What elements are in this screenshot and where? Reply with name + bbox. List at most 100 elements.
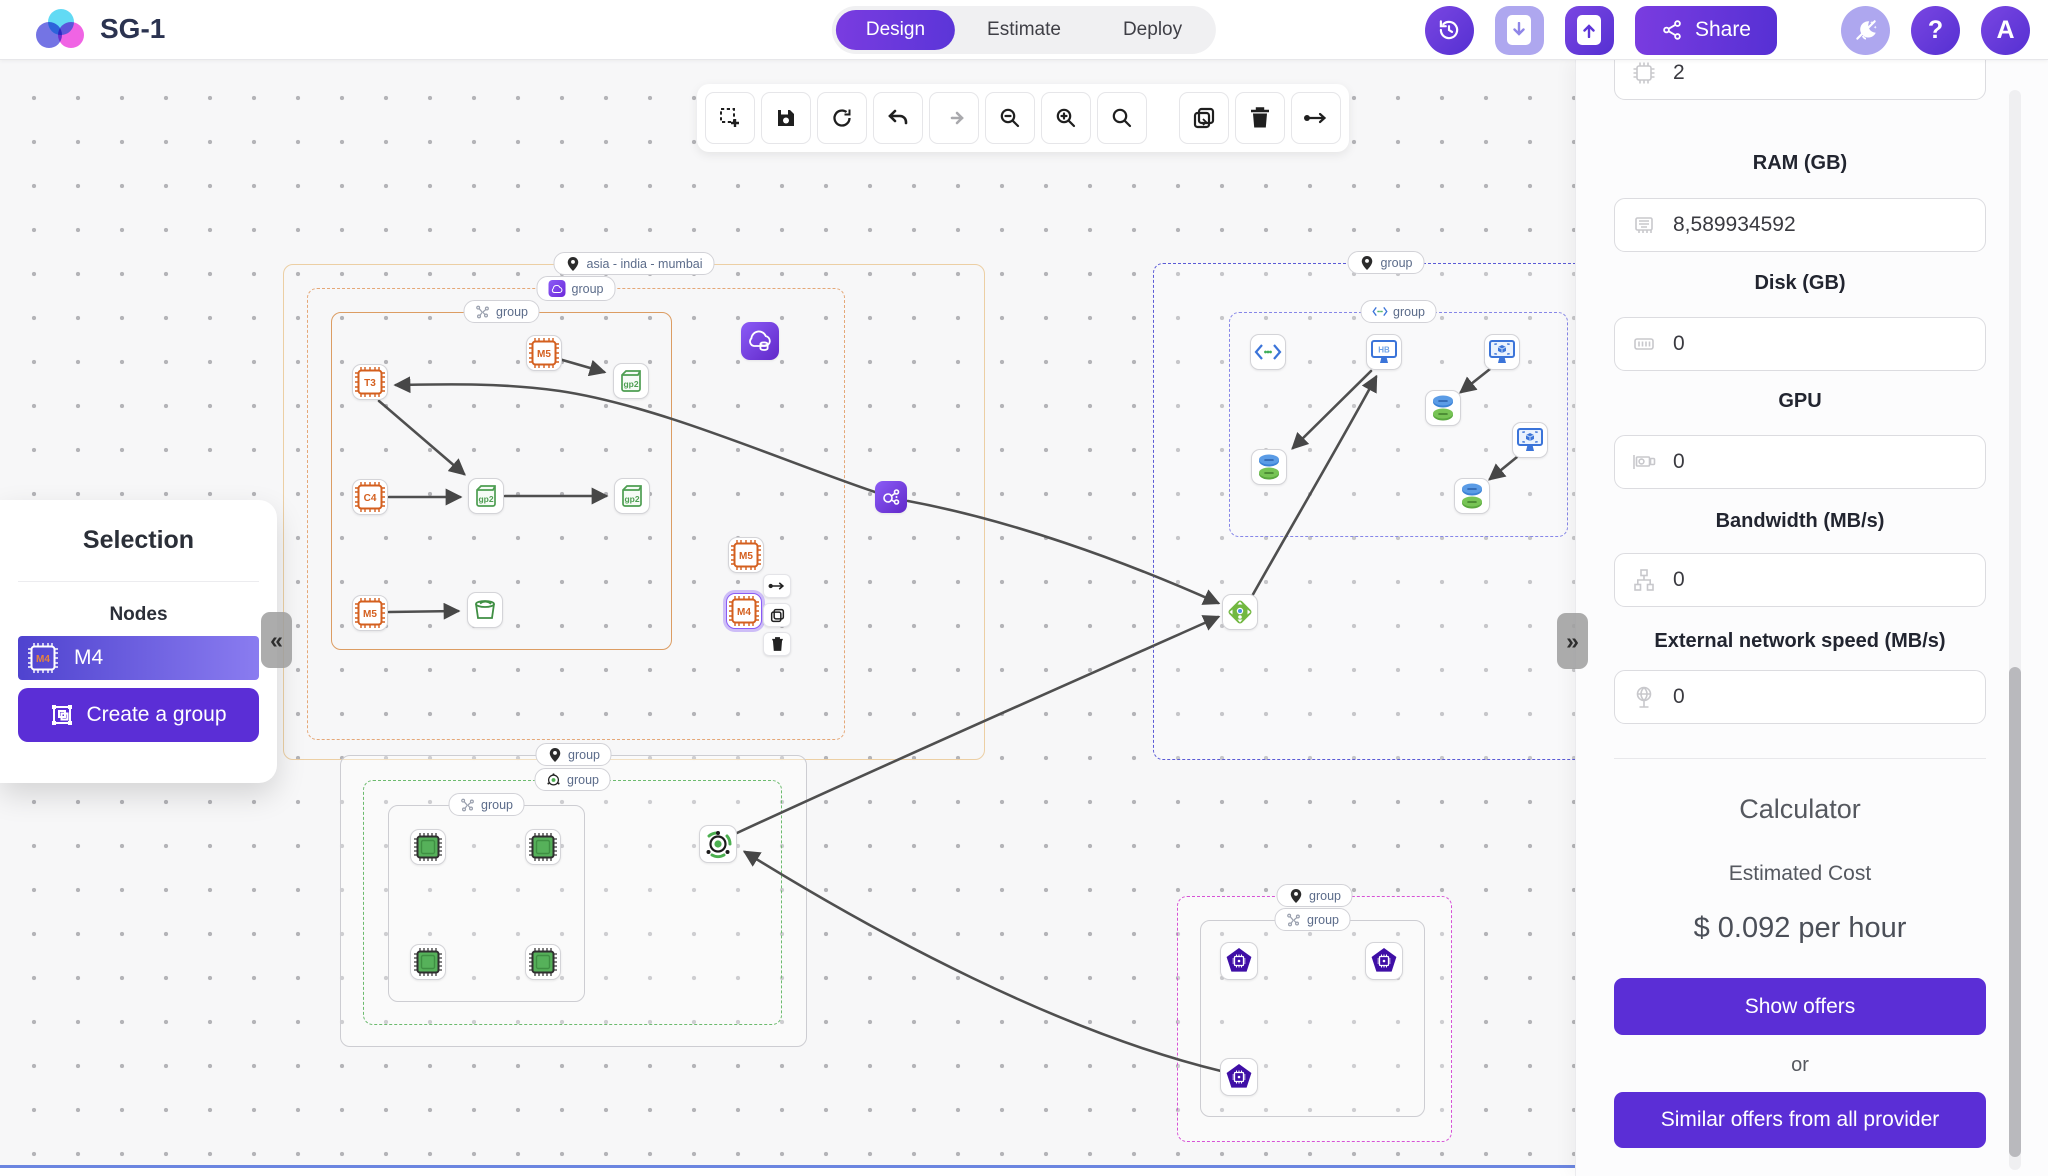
collapse-left-panel-button[interactable]: « — [261, 612, 292, 668]
code-group-blue[interactable]: group — [1229, 300, 1568, 537]
delete-icon[interactable] — [1235, 92, 1285, 144]
help-icon[interactable]: ? — [1911, 5, 1960, 55]
scaling-group-gray[interactable]: group — [388, 793, 585, 1002]
node-volume-gp2-2[interactable]: gp2 — [468, 478, 504, 514]
ram-field[interactable]: 8,589934592 — [1614, 198, 1986, 252]
svg-text:M5: M5 — [537, 349, 551, 360]
select-area-icon[interactable] — [705, 92, 755, 144]
selection-title: Selection — [82, 526, 195, 554]
vcpu-field[interactable]: 2 — [1614, 60, 1986, 100]
duplicate-node-icon[interactable] — [763, 603, 791, 627]
undo-icon[interactable] — [873, 92, 923, 144]
node-vm[interactable] — [1484, 334, 1520, 370]
node-disks[interactable] — [1251, 449, 1287, 485]
node-volume-gp2[interactable]: gp2 — [613, 363, 649, 399]
create-group-icon — [50, 703, 74, 727]
or-text: or — [1791, 1054, 1809, 1076]
node-green-chip-3[interactable] — [410, 944, 446, 980]
avatar[interactable]: A — [1981, 5, 2030, 55]
region-label[interactable]: asia - india - mumbai — [553, 252, 715, 275]
region-group-mumbai[interactable]: asia - india - mumbai — [283, 252, 985, 760]
node-compute-m4-selected[interactable]: M4 — [726, 593, 762, 629]
node-bucket[interactable] — [467, 592, 503, 628]
ext-net-value: 0 — [1673, 685, 1685, 708]
ram-value: 8,589934592 — [1673, 213, 1796, 236]
node-traffic-manager[interactable] — [1222, 594, 1258, 630]
node-pentagon[interactable] — [1220, 942, 1258, 980]
node-compute-m5-2[interactable]: M5 — [352, 595, 388, 631]
region-group-gray[interactable]: group — [340, 743, 807, 1047]
similar-offers-button[interactable]: Similar offers from all provider — [1614, 1092, 1986, 1148]
node-pentagon-2[interactable] — [1365, 942, 1403, 980]
ext-net-field[interactable]: 0 — [1614, 670, 1986, 724]
upload-icon[interactable] — [1564, 5, 1614, 55]
node-kubernetes-hub[interactable] — [699, 825, 737, 863]
node-disks-2[interactable] — [1425, 390, 1461, 426]
node-compute-m5[interactable]: M5 — [526, 335, 562, 371]
scaling-group-gray-label[interactable]: group — [448, 793, 525, 816]
scrollbar-thumb[interactable] — [2009, 667, 2021, 1157]
create-group-button[interactable]: Create a group — [18, 688, 259, 742]
ram-icon — [1631, 212, 1657, 238]
create-group-label: Create a group — [86, 703, 227, 726]
node-disks-3[interactable] — [1454, 478, 1490, 514]
node-vm-2[interactable] — [1512, 422, 1548, 458]
save-icon[interactable] — [761, 92, 811, 144]
cloud-group-label[interactable]: group — [536, 276, 616, 301]
gpu-value: 0 — [1673, 450, 1685, 473]
bandwidth-field[interactable]: 0 — [1614, 553, 1986, 607]
redo-icon[interactable] — [929, 92, 979, 144]
selected-node-m4[interactable]: M4 M4 — [18, 636, 259, 680]
node-green-chip[interactable] — [410, 829, 446, 865]
kubernetes-group-label[interactable]: group — [534, 768, 611, 791]
node-code[interactable] — [1250, 334, 1286, 370]
code-icon — [1372, 304, 1388, 319]
share-button[interactable]: Share — [1634, 5, 1777, 55]
blue-group-label[interactable]: group — [1347, 251, 1425, 274]
node-green-chip-4[interactable] — [525, 944, 561, 980]
kubernetes-group[interactable]: group — [363, 768, 782, 1025]
scaling-group-purple-label[interactable]: group — [1274, 908, 1351, 931]
duplicate-icon[interactable] — [1179, 92, 1229, 144]
search-icon[interactable] — [1097, 92, 1147, 144]
zoom-out-icon[interactable] — [985, 92, 1035, 144]
scaling-group-label[interactable]: group — [463, 300, 540, 323]
location-pin-icon — [565, 256, 580, 271]
location-pin-icon — [547, 747, 562, 762]
m4-chip-icon: M4 — [28, 643, 58, 673]
history-icon[interactable] — [1424, 5, 1474, 55]
node-green-chip-2[interactable] — [525, 829, 561, 865]
node-private-cloud[interactable] — [741, 322, 779, 360]
node-compute-t3[interactable]: T3 — [352, 364, 388, 400]
code-group-label[interactable]: group — [1360, 300, 1437, 323]
refresh-icon[interactable] — [817, 92, 867, 144]
node-monitor-hb[interactable]: HB — [1366, 334, 1402, 370]
cloud-group[interactable]: group — [307, 276, 845, 740]
gray-group-label[interactable]: group — [535, 743, 612, 766]
tab-estimate[interactable]: Estimate — [987, 19, 1061, 40]
theme-toggle-icon[interactable] — [1841, 5, 1890, 55]
node-compute-c4[interactable]: C4 — [352, 479, 388, 515]
connect-handle-icon[interactable] — [763, 574, 791, 598]
delete-node-icon[interactable] — [763, 632, 791, 656]
gpu-field[interactable]: 0 — [1614, 435, 1986, 489]
connection-tool-icon[interactable] — [1291, 92, 1341, 144]
tab-deploy[interactable]: Deploy — [1122, 19, 1183, 40]
node-load-balancer[interactable] — [875, 481, 907, 513]
node-compute-m5-3[interactable]: M5 — [728, 537, 764, 573]
gpu-icon — [1631, 449, 1657, 475]
disk-field[interactable]: 0 — [1614, 317, 1986, 371]
download-icon[interactable] — [1494, 5, 1544, 55]
node-pentagon-3[interactable] — [1220, 1058, 1258, 1096]
zoom-in-icon[interactable] — [1041, 92, 1091, 144]
show-offers-button[interactable]: Show offers — [1614, 978, 1986, 1035]
svg-text:M4: M4 — [36, 654, 50, 665]
region-group-magenta[interactable]: group — [1177, 884, 1452, 1142]
magenta-group-label[interactable]: group — [1276, 884, 1353, 907]
tab-design[interactable]: Design — [835, 10, 956, 50]
chevrons-right-icon: » — [1566, 627, 1579, 654]
node-volume-gp2-3[interactable]: gp2 — [614, 478, 650, 514]
expand-right-panel-button[interactable]: » — [1557, 613, 1588, 669]
svg-text:gp2: gp2 — [478, 494, 493, 504]
app-logo-icon — [36, 9, 88, 51]
